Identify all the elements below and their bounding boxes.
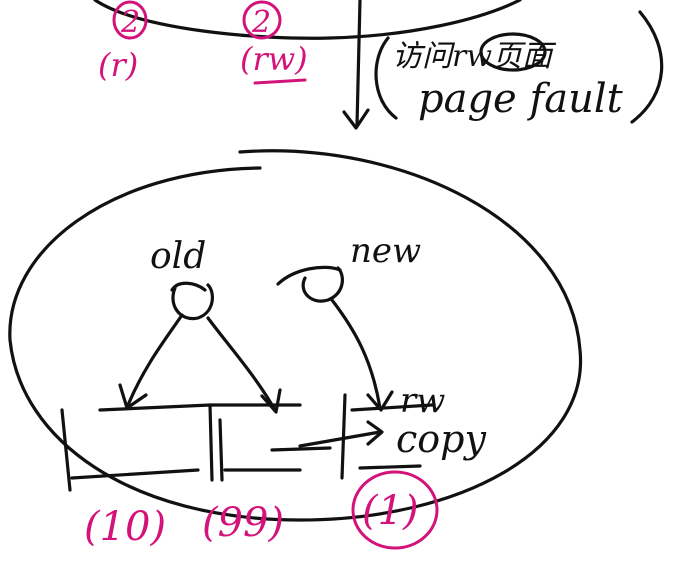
old-pointer-head: [170, 281, 214, 321]
process-ellipse: [8, 149, 583, 522]
top-ellipse-arc: [93, 0, 522, 40]
ref-count-3-circle: [351, 470, 439, 550]
ref-count-2: (99): [202, 500, 284, 546]
top-ref-underline: [253, 78, 307, 85]
old-arrow-left: [126, 313, 184, 407]
note-bracket: [374, 10, 664, 124]
vertical-arrow-head: [342, 108, 370, 130]
copy-arrow: [298, 430, 382, 448]
note-rw-circle: [479, 32, 547, 72]
old-arrow-right-head: [260, 388, 282, 414]
top-ref-circle-left: [112, 0, 148, 40]
top-ref-perm-mid: (rw): [240, 40, 308, 78]
label-new: new: [350, 231, 421, 271]
note-line-1: 访问rw页面: [392, 39, 557, 74]
new-arrow-head: [366, 390, 394, 412]
page-box-2: [208, 403, 332, 482]
top-ref-number-left: 2: [120, 5, 140, 40]
page-box-1: [60, 403, 214, 492]
note-line-2: page fault: [418, 76, 624, 122]
label-old: old: [150, 236, 206, 277]
ref-count-1: (10): [84, 504, 166, 550]
top-ref-perm-left: (r): [98, 46, 138, 84]
new-arrow: [330, 298, 382, 410]
vertical-arrow-line: [355, 0, 362, 127]
top-ref-circle-mid: [242, 0, 282, 40]
label-rw: rw: [400, 381, 445, 421]
page-box-3: [340, 393, 434, 480]
top-ref-number-mid: 2: [251, 5, 271, 40]
label-copy: copy: [396, 417, 486, 461]
copy-arrow-head: [366, 420, 384, 446]
old-arrow-right: [206, 316, 277, 412]
new-pointer-head: [276, 265, 344, 303]
ref-count-3: (1): [362, 488, 419, 534]
